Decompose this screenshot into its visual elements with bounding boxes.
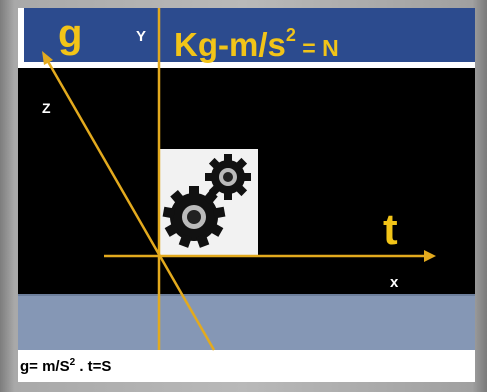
z-axis-label: Z [42, 100, 51, 116]
z-axis-line [44, 57, 216, 351]
footer-formula: g= m/S2 . t=S [20, 357, 111, 375]
gears-box [158, 149, 258, 255]
g-symbol: g [58, 12, 83, 56]
formula-base: Kg-m/s [174, 26, 286, 63]
formula-exponent: 2 [285, 25, 296, 45]
footer-exponent: 2 [69, 357, 76, 368]
gears-icon [162, 154, 251, 248]
y-axis-label: Y [136, 28, 147, 45]
footer-suffix: . t=S [75, 358, 112, 375]
axes-layer [42, 8, 436, 351]
footer-bar: g= m/S2 . t=S [18, 350, 475, 382]
t-symbol: t [383, 205, 398, 254]
diagram-panel: g= m/S2 . t=S [18, 8, 475, 382]
large-gear-icon [162, 186, 226, 248]
formula-result: = N [295, 35, 339, 61]
z-axis-arrow-icon [42, 51, 53, 65]
small-gear-icon [205, 154, 251, 200]
header-bar [18, 8, 475, 68]
ground-band [18, 294, 475, 352]
unit-formula: Kg-m/s2 = N [174, 16, 339, 67]
x-axis-label: x [390, 274, 399, 291]
footer-prefix: g= m/S [20, 358, 70, 375]
header-edge [18, 8, 24, 62]
x-axis-arrow-icon [424, 250, 436, 262]
